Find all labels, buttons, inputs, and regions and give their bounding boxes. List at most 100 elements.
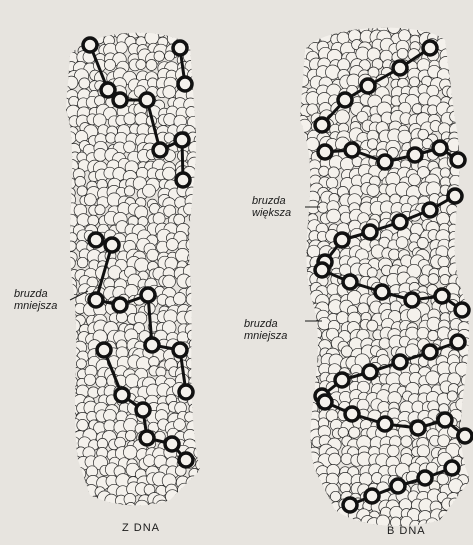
z-dna-atom	[154, 51, 164, 61]
z-dna-atom	[53, 367, 66, 380]
b-dna-atom	[300, 474, 314, 488]
z-dna-phosphate	[105, 238, 119, 252]
b-dna-atom	[426, 371, 440, 385]
z-dna-phosphate	[179, 385, 193, 399]
z-dna-atom	[196, 502, 207, 513]
b-dna-atom	[292, 377, 302, 387]
b-dna-atom	[298, 312, 312, 326]
z-dna-atom	[84, 194, 96, 206]
z-dna-atom	[58, 144, 68, 154]
b-dna-phosphate	[343, 275, 357, 289]
b-dna-atom	[456, 398, 469, 411]
b-dna-atom	[317, 492, 330, 505]
z-dna-atom	[77, 186, 87, 196]
z-dna-atom	[75, 176, 86, 187]
b-dna-atom	[289, 209, 303, 223]
b-dna-atom	[447, 508, 458, 519]
b-dna-atom	[291, 455, 302, 466]
b-minor-groove-label: bruzda mniejsza	[244, 318, 287, 342]
z-dna-phosphate	[165, 437, 179, 451]
z-minor-groove-label-line1: bruzda	[14, 288, 57, 300]
z-dna-atom	[193, 15, 205, 27]
z-dna-atom	[69, 23, 81, 35]
z-dna-atom	[86, 17, 99, 30]
z-dna-atom	[186, 276, 198, 288]
b-dna-atom	[449, 212, 462, 225]
z-dna-atom	[108, 18, 118, 28]
b-dna-atom	[300, 372, 313, 385]
b-dna-atom	[289, 402, 299, 412]
z-dna-atom	[87, 501, 99, 513]
b-dna-atom	[460, 178, 473, 191]
z-dna-phosphate	[113, 298, 127, 312]
z-dna-atom	[64, 178, 75, 189]
z-dna-atom	[125, 374, 139, 388]
z-dna-atom	[56, 167, 67, 178]
b-dna-phosphate	[315, 118, 329, 132]
b-dna-atom	[327, 510, 338, 521]
b-dna-atom	[288, 470, 302, 484]
b-dna-atom	[286, 33, 298, 45]
b-dna-atom	[388, 445, 400, 457]
b-dna-atom	[329, 453, 341, 465]
z-dna-atom	[146, 17, 160, 31]
b-dna-atom	[456, 218, 470, 232]
z-minor-groove-label: bruzda mniejsza	[14, 288, 57, 312]
z-dna-atom	[136, 60, 146, 70]
b-dna-atom	[299, 447, 309, 457]
b-dna-atom	[301, 330, 311, 340]
z-dna-phosphate	[97, 343, 111, 357]
z-dna-atom	[125, 430, 136, 441]
b-dna-phosphate	[438, 413, 452, 427]
z-dna-atom	[166, 239, 178, 251]
b-dna-atom	[399, 13, 409, 23]
b-dna-atom	[290, 44, 300, 54]
b-dna-atom	[459, 47, 471, 59]
z-dna-atom	[56, 187, 68, 199]
b-dna-atom	[461, 411, 471, 421]
z-dna-atom	[165, 504, 176, 515]
b-dna-atom	[457, 78, 471, 92]
z-dna-atom	[196, 162, 206, 172]
z-dna-atom	[186, 502, 199, 515]
z-dna-atom	[199, 150, 210, 161]
b-dna-phosphate	[411, 421, 425, 435]
z-dna-atom	[54, 115, 66, 127]
b-dna-atom	[310, 492, 321, 503]
z-dna-phosphate	[113, 93, 127, 107]
z-dna-atom	[196, 294, 206, 304]
b-dna-atom	[457, 31, 470, 44]
z-dna-atom	[166, 490, 180, 504]
z-dna-atom	[56, 276, 68, 288]
b-dna-atom	[290, 97, 300, 107]
b-dna-atom	[389, 249, 400, 260]
z-dna-atom	[77, 419, 88, 430]
z-dna-atom	[138, 17, 151, 30]
b-dna-phosphate	[445, 461, 459, 475]
b-dna-atom	[298, 215, 309, 226]
b-dna-phosphate	[451, 335, 465, 349]
z-dna-atom	[58, 133, 71, 146]
b-dna-atom	[351, 518, 362, 529]
z-dna-atom	[57, 194, 71, 208]
z-dna-atom	[80, 500, 90, 510]
b-dna-atom	[460, 166, 473, 179]
z-dna-atom	[193, 413, 205, 425]
z-dna-atom	[66, 31, 80, 45]
z-dna-atom	[197, 311, 210, 324]
z-dna-phosphate	[136, 403, 150, 417]
b-dna-atom	[407, 308, 421, 322]
b-dna-atom	[288, 521, 300, 533]
z-dna-atom	[198, 260, 211, 273]
b-dna-atom	[299, 392, 311, 404]
z-dna-atom	[196, 459, 208, 471]
z-dna-atom	[123, 445, 137, 459]
b-dna-atom	[401, 436, 412, 447]
b-dna-atom	[301, 33, 313, 45]
b-dna-atom	[449, 498, 460, 509]
b-dna-atom	[459, 240, 469, 250]
b-dna-atom	[291, 78, 301, 88]
z-dna-atom	[64, 17, 76, 29]
b-dna-phosphate	[363, 225, 377, 239]
